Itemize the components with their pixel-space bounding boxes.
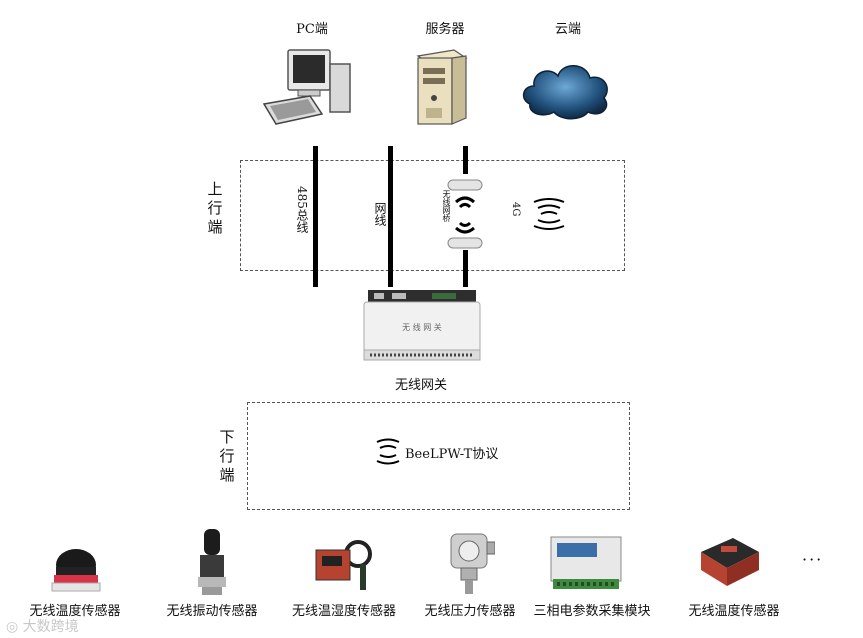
- pc-label: PC端: [296, 22, 328, 37]
- temperature-module-icon: [701, 538, 759, 586]
- sensor-label-2: 无线振动传感器: [166, 604, 258, 619]
- watermark-logo-icon: ◎: [6, 619, 23, 635]
- downlink-char-2: 行: [219, 447, 235, 465]
- vibration-sensor-icon: [198, 529, 226, 595]
- downlink-box: [247, 402, 630, 510]
- uplink-box: [240, 160, 625, 271]
- rs485-bus-label: 485总线: [295, 186, 309, 233]
- bridge-upper-line: [463, 146, 468, 174]
- gateway-device-text: 无 线 网 关: [402, 322, 442, 332]
- network-cable-label: 网线: [373, 202, 387, 226]
- watermark-text: 大数跨境: [22, 619, 79, 635]
- protocol-label: BeeLPW-T协议: [405, 447, 499, 462]
- clamp-sensor-icon: [315, 540, 372, 590]
- uplink-side-label: 上 行 端: [205, 180, 225, 237]
- sensor-label-3: 无线温湿度传感器: [291, 604, 396, 619]
- uplink-char-3: 端: [207, 218, 223, 236]
- power-module-icon: [550, 536, 622, 589]
- watermark: ◎ 大数跨境: [6, 616, 79, 636]
- rs485-bus-line: [313, 146, 318, 287]
- sensor-label-6: 无线温度传感器: [688, 604, 780, 619]
- cloud-label: 云端: [554, 22, 581, 37]
- network-cable-line: [388, 146, 393, 287]
- cloud-icon: [522, 65, 608, 120]
- protocol-signal-icon: [376, 438, 400, 465]
- gateway-label: 无线网关: [394, 378, 447, 393]
- server-label: 服务器: [425, 22, 465, 37]
- pressure-sensor-icon: [450, 533, 495, 594]
- cellular-label: 4G: [510, 202, 521, 217]
- downlink-char-1: 下: [219, 428, 235, 446]
- pc-computer-icon: [262, 49, 351, 125]
- more-ellipsis: ···: [802, 550, 824, 569]
- wireless-bridge-icon: [447, 179, 483, 249]
- sensor-label-4: 无线压力传感器: [424, 604, 516, 619]
- wireless-bridge-label: 无线网桥: [442, 190, 451, 222]
- bridge-lower-line: [463, 250, 468, 287]
- sensor-label-1: 无线温度传感器: [29, 604, 121, 619]
- downlink-char-3: 端: [219, 466, 235, 484]
- sensor-label-5: 三相电参数采集模块: [533, 604, 651, 619]
- cellular-signal-icon: [533, 198, 565, 230]
- downlink-side-label: 下 行 端: [217, 428, 237, 485]
- temperature-puck-icon: [51, 549, 101, 592]
- uplink-char-1: 上: [207, 180, 223, 198]
- server-icon: [416, 49, 468, 125]
- uplink-char-2: 行: [207, 199, 223, 217]
- wireless-gateway-icon: 无 线 网 关: [363, 290, 481, 361]
